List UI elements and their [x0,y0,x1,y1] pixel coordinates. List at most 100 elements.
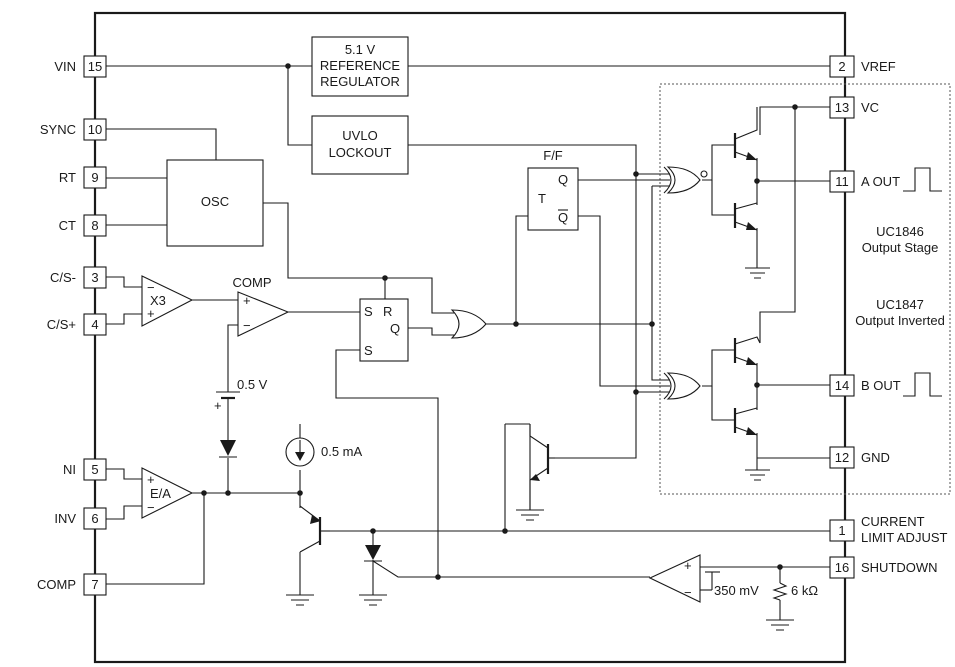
wires [106,65,830,620]
note-inv-line2: Output Inverted [855,313,945,328]
ff-title: F/F [543,148,563,163]
pin-a-out-label: A OUT [861,174,900,189]
pin-comp-num: 7 [91,577,98,592]
current-source: 0.5 mA [285,424,363,467]
diode-limit [364,545,438,578]
note-stage-line2: Output Stage [862,240,939,255]
note-stage-line1: UC1846 [876,224,924,239]
pin-cs-minus-num: 3 [91,270,98,285]
pin-current-limit-label1: CURRENT [861,514,925,529]
uvlo-line1: UVLO [342,128,377,143]
osc-block: OSC [166,159,264,247]
pin-cs-minus-label: C/S- [50,270,76,285]
sd-minus: − [684,585,692,600]
nor-gate-a [663,166,708,194]
pin-cs-minus: 3 C/S- [50,266,107,289]
x3-plus: + [147,306,155,321]
ic-outline [93,11,847,664]
pin-gnd: 12 GND [829,446,890,469]
ff-q: Q [558,172,568,187]
pin-ct-num: 8 [91,218,98,233]
ea-minus: − [147,500,155,515]
pin-ni: 5 NI [63,458,107,481]
transistor-a-top [733,107,758,161]
pin-cs-plus-label: C/S+ [47,317,76,332]
diode-comp [219,440,237,458]
sr-s2: S [364,343,373,358]
pin-rt-label: RT [59,170,76,185]
pin-shutdown-label: SHUTDOWN [861,560,938,575]
pin-cs-plus-num: 4 [91,317,98,332]
square-wave-icon [903,372,942,397]
uvlo-line2: LOCKOUT [329,145,392,160]
pin-vc-num: 13 [835,100,849,115]
pin-sync-label: SYNC [40,122,76,137]
pin-b-out-label: B OUT [861,378,901,393]
pin-rt-num: 9 [91,170,98,185]
sr-r: R [383,304,392,319]
pin-a-out-num: 11 [835,174,849,189]
error-amplifier: + E/A − [141,467,194,519]
pin-vref-num: 2 [838,59,845,74]
battery-350mv: 350 mV [705,571,759,598]
sr-latch-block: S R Q S [359,298,409,362]
reference-regulator-block: 5.1 V REFERENCE REGULATOR [311,36,409,97]
junctions [201,63,798,580]
ref-0-5v-label: 0.5 V [237,377,268,392]
pin-gnd-label: GND [861,450,890,465]
comp-plus: + [243,293,251,308]
pin-current-limit: 1 CURRENT LIMIT ADJUST [829,514,948,545]
regulator-line2: REFERENCE [320,58,401,73]
pin-a-out: 11 A OUT [829,170,900,193]
ground-symbols [286,509,794,631]
pin-current-limit-label2: LIMIT ADJUST [861,530,948,545]
pin-sync-num: 10 [88,122,102,137]
pin-shutdown: 16 SHUTDOWN [829,556,938,579]
comp-comparator: COMP + − [233,275,290,337]
resistor-label: 6 kΩ [791,583,818,598]
current-source-label: 0.5 mA [321,444,363,459]
battery-plus: + [214,398,222,413]
pin-gnd-num: 12 [835,450,849,465]
osc-label: OSC [201,194,229,209]
pin-ni-label: NI [63,462,76,477]
x3-amplifier: − X3 + [141,275,194,327]
x3-label: X3 [150,293,166,308]
sr-s1: S [364,304,373,319]
pin-comp: 7 COMP [37,573,107,596]
pin-inv-label: INV [54,511,76,526]
pin-vref: 2 VREF [829,55,896,78]
pin-vin: 15 VIN [54,55,107,78]
sr-q: Q [390,321,400,336]
nor-gate-b [663,372,701,400]
pin-vc: 13 VC [829,96,879,119]
transistor-b-top [733,336,761,366]
ff-t: T [538,191,546,206]
flip-flop-block: F/F T Q Q [527,148,579,231]
pin-sync: 10 SYNC [40,118,107,141]
ff-qbar: Q [558,210,568,225]
square-wave-icon [903,167,942,192]
pin-inv: 6 INV [54,507,107,530]
pin-ct: 8 CT [59,214,107,237]
x3-minus: − [147,280,155,295]
battery-0-5v: + 0.5 V [214,377,268,413]
note-inv-line1: UC1847 [876,297,924,312]
pin-cs-plus: 4 C/S+ [47,313,107,336]
pin-vc-label: VC [861,100,879,115]
pin-vin-num: 15 [88,59,102,74]
pin-rt: 9 RT [59,166,107,189]
pin-vref-label: VREF [861,59,896,74]
ea-plus: + [147,472,155,487]
pin-shutdown-num: 16 [835,560,849,575]
transistor-ea [299,505,330,553]
transistor-discharge [529,424,555,510]
comp-title: COMP [233,275,272,290]
regulator-line3: REGULATOR [320,74,400,89]
output-stage-region [659,83,951,495]
transistor-b-bot [733,407,758,436]
pin-current-limit-num: 1 [838,523,845,538]
comp-minus: − [243,318,251,333]
transistor-a-bot [733,202,758,231]
